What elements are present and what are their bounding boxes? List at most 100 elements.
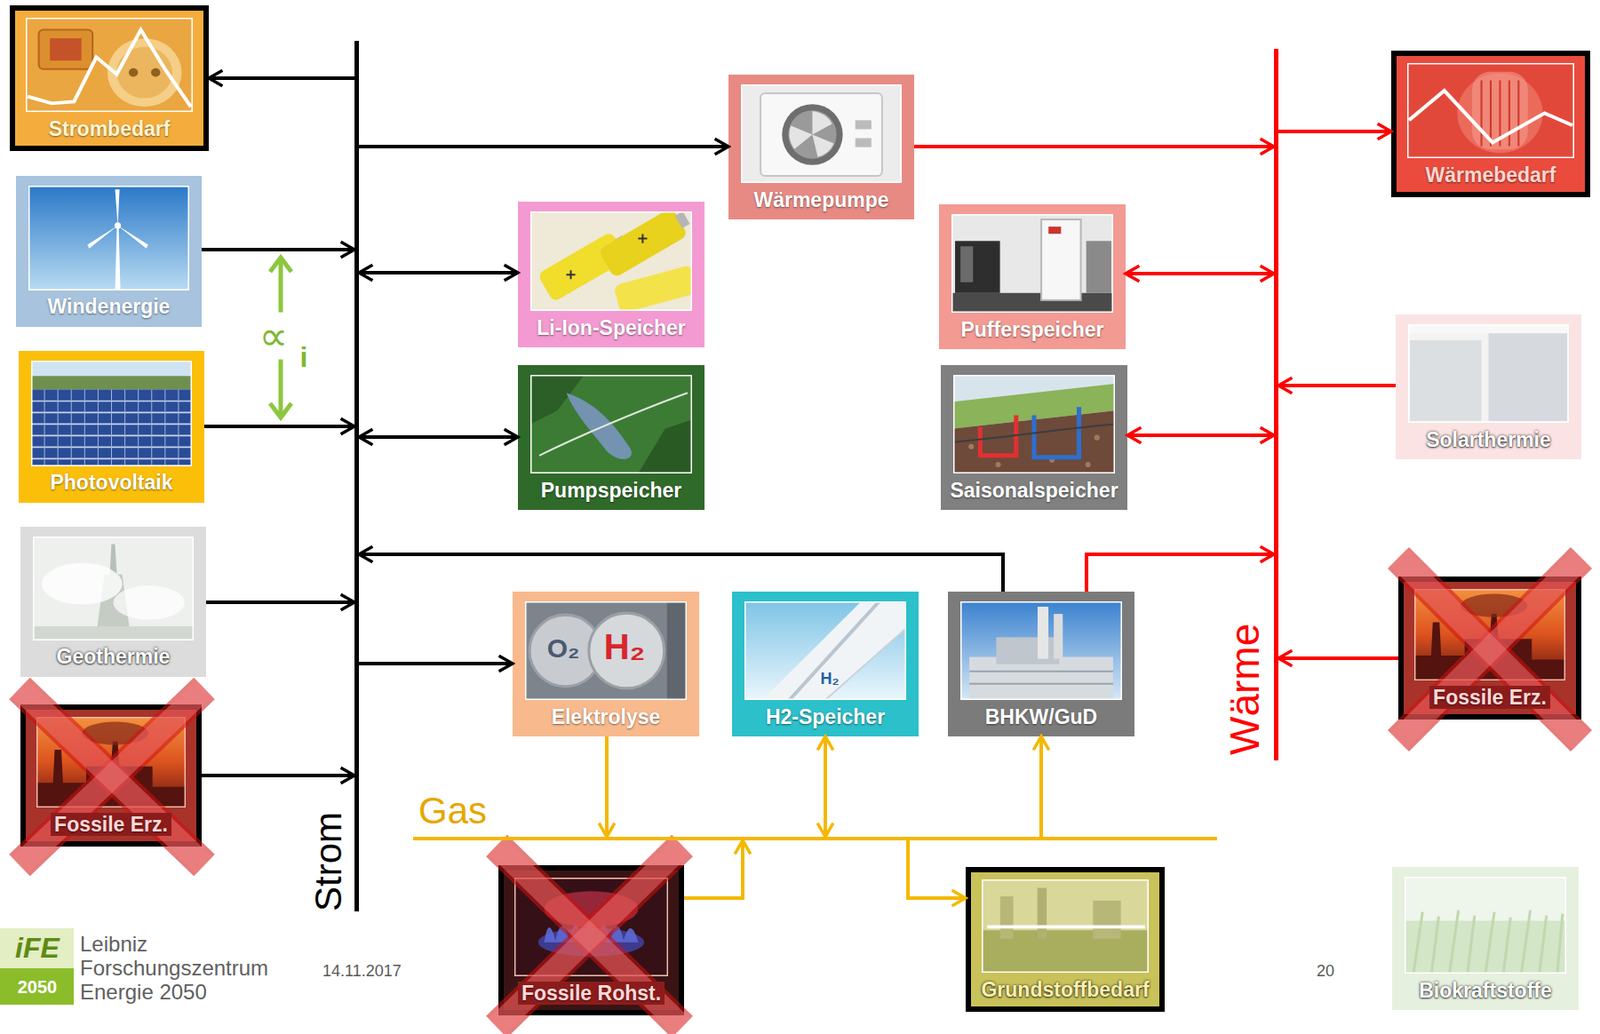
power-plant-picture-part-part: [995, 636, 1059, 664]
buffer-storage-picture-part: [951, 214, 1114, 313]
heat-demand-picture: [1391, 50, 1591, 198]
bus-label-holder: Strom: [310, 911, 410, 949]
heat-demand-picture-part-part: [1456, 73, 1543, 153]
power-plant-picture-part-part: [960, 601, 1123, 701]
heat-pump-picture-part-part: [740, 84, 902, 184]
electricity-demand-picture-part-part: [128, 68, 138, 78]
hydrogen-storage-picture-part-part: [825, 628, 907, 701]
component-label: Wärmepumpe: [753, 188, 889, 212]
component-label: Photovoltaik: [49, 470, 173, 494]
buffer-storage-picture-part-part: [1086, 240, 1112, 294]
energy-flow-arrow: [358, 435, 518, 439]
raw-material-demand-picture-part-part: [1000, 896, 1014, 940]
component-label: Strombedarf: [48, 117, 171, 141]
solar-thermal-picture-part-part: [1488, 333, 1568, 422]
solar-thermal-picture-part: [1408, 324, 1569, 423]
cross-out-mark-part: [19, 688, 205, 866]
energy-flow-arrow: [1125, 271, 1274, 276]
energy-component-box: Geothermie: [20, 526, 207, 677]
seasonal-storage-picture-part-part: [953, 424, 1115, 443]
wind-turbine-picture-part-part: [87, 189, 148, 249]
heat-pump-picture-part-part: [855, 119, 872, 129]
electricity-demand-picture-part-part: [25, 17, 193, 112]
logo-mark-part: [0, 928, 74, 969]
component-label: Solarthermie: [1425, 428, 1552, 452]
photovoltaic-picture-part-part: [44, 389, 179, 467]
component-label: Pumpspeicher: [541, 478, 683, 502]
hydrogen-storage-picture-part-part: [744, 601, 907, 701]
battery-picture-part: [530, 203, 700, 314]
wind-turbine-picture-part-part: [28, 185, 190, 291]
seasonal-storage-picture-part-part-part: [995, 461, 1002, 468]
raw-material-demand-picture-part-part: [987, 925, 1146, 930]
energy-flow-arrow: [208, 76, 355, 80]
energy-flow-arrow: [1278, 129, 1392, 134]
heat-pump-picture-part-part: [740, 84, 902, 184]
label-holder: ∝: [257, 312, 291, 360]
electricity-demand-picture-part-part: [27, 29, 192, 107]
geothermal-picture-part: [20, 526, 207, 677]
cross-out-mark: [1398, 557, 1582, 741]
raw-material-demand-picture-part: [968, 869, 1163, 1010]
energy-component-box: Fossile Erz.: [1398, 576, 1582, 720]
chemical-formula: H₂: [604, 626, 646, 668]
energy-component-box: Photovoltaik: [18, 350, 205, 503]
buffer-storage-picture: [939, 204, 1126, 350]
label-holder: Leibniz Forschungszentrum Energie 2050: [79, 931, 294, 1004]
electrolysis-picture-part-part: [525, 601, 687, 701]
bus-label-holder: Wärme: [1224, 755, 1356, 797]
date: 14.11.2017: [322, 962, 402, 981]
electricity-demand-picture-part: [12, 7, 207, 149]
energy-component-box: BHKW/GuD: [947, 591, 1135, 737]
electrolysis-picture: [512, 591, 700, 737]
pumped-storage-picture-part-part: [530, 374, 693, 474]
heat-pump-picture-part-part: [811, 135, 834, 158]
electrolysis-picture-part-part: [525, 601, 687, 701]
electricity-demand-picture-part-part: [25, 17, 193, 112]
energy-component-box: Saisonalspeicher: [940, 365, 1128, 510]
page-number: 20: [1316, 962, 1335, 981]
label-holder: i: [298, 341, 311, 375]
electrolysis-picture-part-part: [667, 601, 687, 701]
label-holder: H₂: [820, 669, 840, 689]
label-holder: 2050: [17, 977, 58, 998]
chemical-formula: H₂: [820, 669, 840, 689]
energy-flow-arrow: [1278, 383, 1396, 388]
electricity-demand-picture-part: [25, 17, 193, 112]
cross-out-mark-part: [496, 845, 683, 1027]
seasonal-storage-picture-part-part-part: [1085, 461, 1091, 468]
electricity-demand-picture-part: [9, 5, 209, 152]
energy-flow-arrow: [358, 144, 729, 149]
biofuel-picture-part-part: [1404, 876, 1567, 974]
cross-out-mark-part: [1398, 557, 1582, 741]
cross-out-mark-part: [1398, 557, 1582, 741]
label-holder: 14.11.2017: [322, 962, 402, 981]
solar-thermal-picture-part: [1395, 314, 1582, 460]
energy-component-box: H2-Speicher: [732, 591, 919, 737]
energy-component-box: Pufferspeicher: [939, 204, 1126, 350]
hydrogen-storage-picture-part-part: [744, 601, 907, 701]
scaling-double-arrow-part: [270, 257, 292, 272]
photovoltaic-picture-part: [31, 360, 192, 467]
photovoltaic-picture: [18, 350, 205, 503]
pumped-storage-picture-part-part: [539, 392, 688, 456]
bus-label-holder: Gas: [418, 792, 487, 830]
pumped-storage-picture: [517, 365, 705, 510]
logo-year: 2050: [17, 977, 58, 998]
seasonal-storage-picture-part-part-part: [1094, 435, 1100, 441]
energy-flow-arrow: [358, 661, 513, 666]
buffer-storage-picture-part: [939, 204, 1126, 350]
power-plant-picture-part-part: [960, 601, 1123, 701]
logo-mark: iFE: [15, 931, 60, 965]
hydrogen-storage-picture: [732, 591, 919, 737]
power-plant-picture-part: [947, 591, 1135, 737]
heat-pump-picture-part-part: [788, 110, 836, 159]
wind-turbine-picture-part-part: [28, 185, 190, 291]
label-holder: H₂: [604, 626, 646, 668]
electricity-demand-picture: [9, 5, 209, 152]
seasonal-storage-picture-part: [940, 365, 1128, 510]
battery-picture-part: [517, 201, 705, 348]
energy-component-box: Windenergie: [15, 175, 202, 327]
